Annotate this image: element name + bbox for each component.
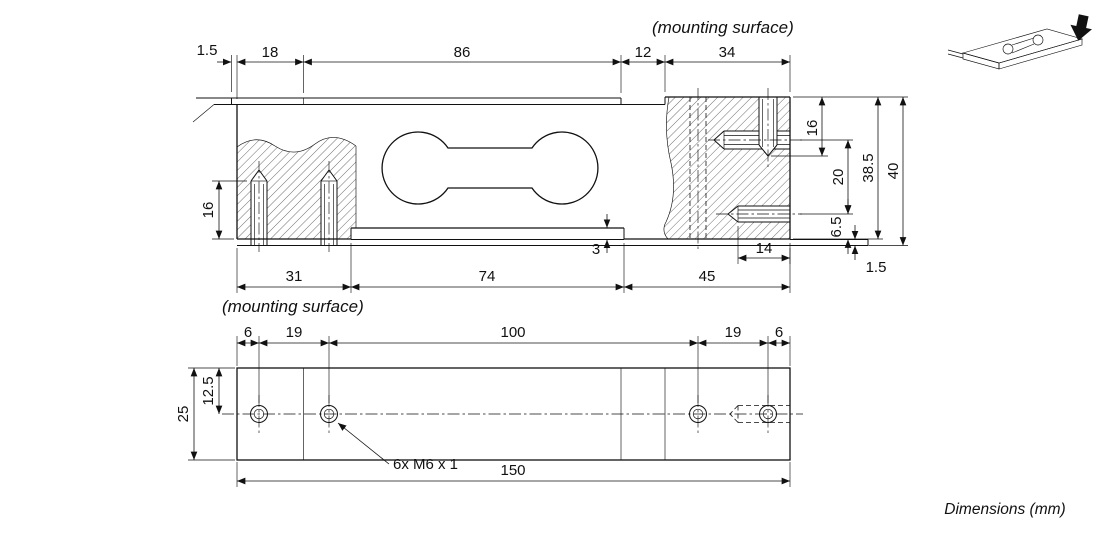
dim-label-40: 40 (885, 163, 902, 180)
hole-1 (250, 405, 268, 423)
thread-note-callout: 6x M6 x 1 (337, 422, 458, 473)
dim-label-12: 12 (635, 44, 652, 61)
dim-label-74: 74 (479, 268, 496, 285)
side-view-outline (192, 96, 869, 246)
dim-label-3: 3 (592, 241, 600, 258)
dim-label-16-stud: 16 (804, 120, 821, 137)
dim-label-19-right: 19 (725, 324, 742, 341)
thread-note-label: 6x M6 x 1 (393, 456, 458, 473)
dim-label-45: 45 (699, 268, 716, 285)
dim-label-1-5-plate: 1.5 (866, 259, 887, 276)
dim-recess-3: 3 (592, 214, 611, 258)
dim-side-top-chain: 1.5 18 86 12 34 (197, 42, 791, 99)
left-threaded-hole-2 (320, 161, 338, 252)
dim-label-14: 14 (756, 240, 773, 257)
dim-label-31: 31 (286, 268, 303, 285)
dim-label-1-5-top: 1.5 (197, 42, 218, 59)
dim-thread-length-14: 14 (737, 226, 791, 264)
dim-side-right-stack: 16 20 6.5 38.5 40 (771, 96, 908, 254)
dim-label-18: 18 (262, 44, 279, 61)
hole-2 (320, 405, 338, 423)
thumbnail-left-face (962, 52, 1000, 70)
dim-label-6-left: 6 (244, 324, 252, 341)
load-cell-thumbnail (947, 14, 1092, 70)
dim-label-34: 34 (719, 44, 736, 61)
side-view: 1.5 18 86 12 34 (mounting surface) 16 20… (192, 18, 908, 316)
vertical-through-hole-hidden (689, 88, 802, 250)
thumbnail-cable (947, 49, 964, 55)
dim-left-thread-depth-16: 16 (200, 180, 247, 240)
dim-plan-top-chain: 6 19 100 19 6 (236, 324, 791, 403)
dim-plan-left-stack: 12.5 25 (175, 367, 235, 461)
plan-view: 6 19 100 19 6 12.5 25 6x M6 x 1 150 (175, 324, 803, 487)
dim-label-38-5: 38.5 (860, 153, 877, 182)
mounting-surface-top-note: (mounting surface) (652, 18, 794, 37)
dim-plate-thickness-1-5: 1.5 (851, 225, 887, 276)
dim-plan-length-150: 150 (236, 462, 791, 487)
dim-side-bottom-chain: 31 74 45 (236, 243, 791, 293)
left-threaded-hole-1 (250, 161, 268, 252)
hidden-side-thread (729, 405, 790, 423)
dim-label-20: 20 (830, 169, 847, 186)
dim-label-16-left: 16 (200, 202, 217, 219)
plan-holes (250, 395, 790, 433)
dim-label-12-5: 12.5 (200, 376, 217, 405)
top-stud-screw (758, 97, 778, 157)
flexure-cutout (381, 131, 599, 205)
dim-label-150: 150 (500, 462, 525, 479)
load-direction-arrow-icon (1070, 14, 1092, 41)
dim-label-25: 25 (175, 406, 192, 423)
hole-4 (759, 405, 777, 423)
mounting-surface-bottom-note: (mounting surface) (222, 297, 364, 316)
dim-label-19-left: 19 (286, 324, 303, 341)
dim-label-100: 100 (500, 324, 525, 341)
dim-label-86: 86 (454, 44, 471, 61)
hole-3 (689, 405, 707, 423)
dim-label-6-right: 6 (775, 324, 783, 341)
thumbnail-front-face (998, 38, 1083, 70)
units-note: Dimensions (mm) (944, 501, 1065, 518)
dim-label-6-5: 6.5 (828, 217, 845, 238)
